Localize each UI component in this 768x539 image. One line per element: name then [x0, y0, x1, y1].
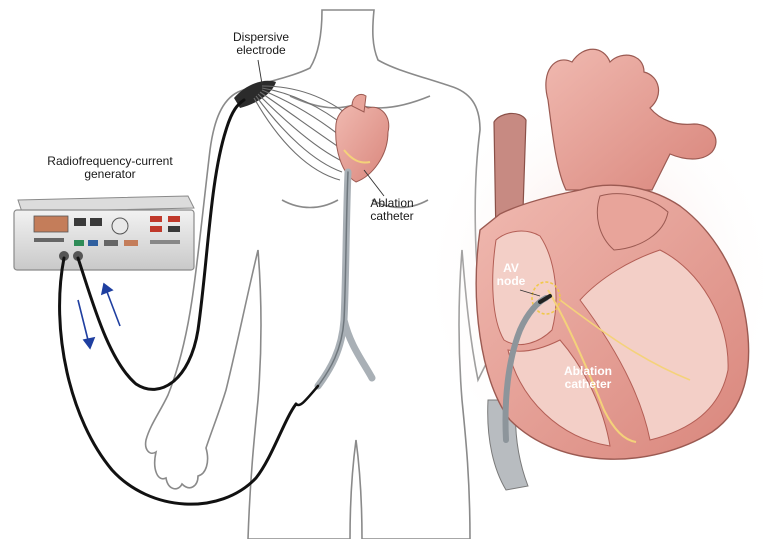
label-generator: Radiofrequency-current generator — [47, 154, 173, 181]
right-ventricle — [507, 339, 611, 447]
leader-lines — [257, 59, 541, 297]
heart-catheter — [502, 295, 549, 443]
cable-to-electrode — [76, 98, 246, 391]
av-node-region — [531, 281, 561, 315]
current-arrows — [77, 282, 121, 350]
label-dispersive-electrode: Dispersive electrode — [232, 30, 289, 57]
aorta — [545, 48, 717, 191]
generator-port-2 — [73, 251, 83, 261]
left-atrium — [596, 193, 669, 251]
label-av-node: AV node — [496, 261, 526, 288]
generator-port-1 — [59, 251, 69, 261]
chest-line-2 — [371, 199, 429, 209]
generator-display — [33, 215, 69, 233]
cables — [58, 98, 298, 506]
cable-to-catheter — [58, 256, 298, 506]
label-ablation-catheter-heart: Ablation catheter — [564, 364, 612, 391]
left-ventricle — [579, 249, 729, 441]
right-atrium — [492, 230, 557, 345]
large-heart — [475, 48, 750, 491]
body-catheter — [294, 168, 376, 407]
label-ablation-catheter-body: Ablation catheter — [370, 196, 414, 223]
conduction-pathway — [547, 289, 637, 443]
chest-line — [281, 199, 339, 209]
generator-dial — [111, 217, 129, 235]
radiofrequency-generator — [13, 195, 195, 271]
small-heart — [335, 93, 390, 183]
